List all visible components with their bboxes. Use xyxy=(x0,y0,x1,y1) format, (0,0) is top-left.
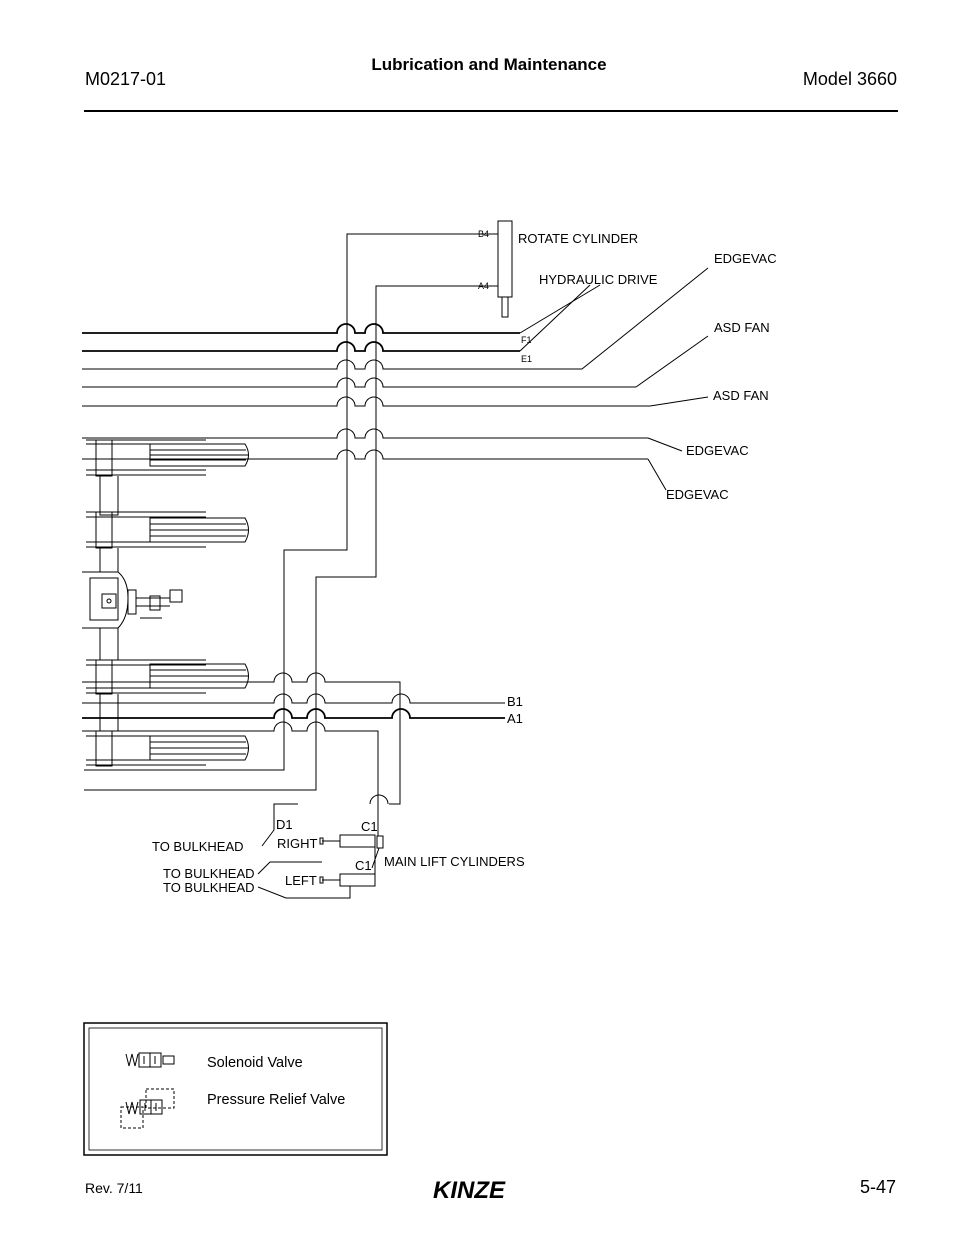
document-number: M0217-01 xyxy=(85,69,167,89)
left-label: LEFT xyxy=(285,873,317,888)
main-lift-cylinders-label: MAIN LIFT CYLINDERS xyxy=(384,854,525,869)
hose-e1 xyxy=(82,341,520,352)
legend-label-solenoid: Solenoid Valve xyxy=(207,1055,303,1071)
hose-lower-4 xyxy=(82,721,379,804)
port-d1-label: D1 xyxy=(276,817,293,832)
legend-box xyxy=(83,1022,388,1156)
port-c1-right-label: C1 xyxy=(361,819,378,834)
page-number: 5-47 xyxy=(859,1177,896,1197)
port-b1-label: B1 xyxy=(507,694,523,709)
header-rule xyxy=(84,110,898,112)
right-label: RIGHT xyxy=(277,836,318,851)
port-e1-label: E1 xyxy=(521,354,532,364)
section-title: Lubrication and Maintenance xyxy=(371,55,607,74)
right-lift-cylinder xyxy=(339,834,376,848)
to-bulkhead-label-3: TO BULKHEAD xyxy=(163,880,255,895)
port-b4-label: B4 xyxy=(478,229,489,239)
left-lift-cylinder xyxy=(339,873,376,887)
port-c1-left-label: C1 xyxy=(355,858,372,873)
hose-b4 xyxy=(84,233,478,771)
solenoid-valve-icon xyxy=(125,1052,175,1068)
rotate-cylinder xyxy=(497,220,513,298)
revision-date: Rev. 7/11 xyxy=(85,1180,143,1196)
port-f1-label: F1 xyxy=(521,335,532,345)
hose-a1 xyxy=(82,708,505,719)
hose-edgevac-3 xyxy=(82,449,648,460)
to-bulkhead-label-2: TO BULKHEAD xyxy=(163,866,255,881)
edgevac-label-3: EDGEVAC xyxy=(666,487,729,502)
hose-asd-fan-2 xyxy=(82,396,650,407)
hose-edgevac-1 xyxy=(82,359,582,370)
legend-label-pressure-relief: Pressure Relief Valve xyxy=(207,1092,345,1108)
port-a4-label: A4 xyxy=(478,281,489,291)
asd-fan-label-1: ASD FAN xyxy=(714,320,770,335)
asd-fan-label-2: ASD FAN xyxy=(713,388,769,403)
model-name: Model 3660 xyxy=(802,69,897,89)
hose-a4 xyxy=(84,285,478,791)
rotate-cylinder-label: ROTATE CYLINDER xyxy=(518,231,638,246)
hose-asd-fan-1 xyxy=(82,377,636,388)
kinze-logo: KINZE xyxy=(430,1176,550,1209)
row-unit-frames xyxy=(82,439,249,767)
to-bulkhead-label-1: TO BULKHEAD xyxy=(152,839,244,854)
hose-d1 xyxy=(261,803,298,847)
edgevac-label-1: EDGEVAC xyxy=(714,251,777,266)
hydraulic-drive-label: HYDRAULIC DRIVE xyxy=(539,272,658,287)
hose-edgevac-2 xyxy=(82,428,648,439)
port-a1-label: A1 xyxy=(507,711,523,726)
pressure-relief-valve-icon xyxy=(120,1088,175,1129)
hose-b1 xyxy=(82,693,505,704)
hose-f1 xyxy=(82,323,520,334)
hose-lower-1 xyxy=(82,672,401,805)
edgevac-label-2: EDGEVAC xyxy=(686,443,749,458)
logo-text: KINZE xyxy=(433,1177,506,1204)
